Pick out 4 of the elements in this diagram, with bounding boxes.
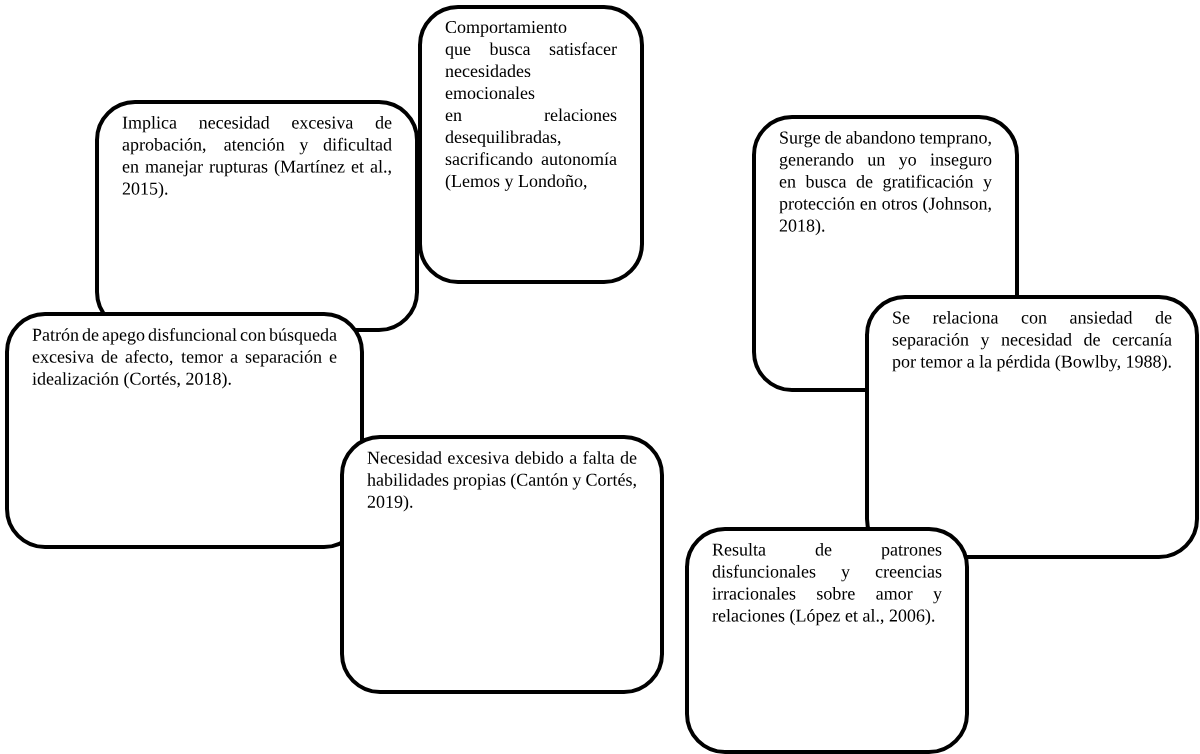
text-box: Resulta de patrones disfuncionales y creencias irracionales sobre amor y relaciones (López et al., 2006). bbox=[685, 527, 969, 754]
text-box: Patrón de apego disfuncional con búsqueda excesiva de afecto, temor a separación e idealización (Cortés, 2018). bbox=[5, 312, 364, 549]
text-box: Necesidad excesiva debido a falta de habilidades propias (Cantón y Cortés, 2019). bbox=[340, 435, 664, 694]
text-box: Comportamiento que busca satisfacer necesidades emocionales en relaciones desequilibradas, sacrificando autonomía (Lemos y Londoño, bbox=[418, 5, 644, 284]
